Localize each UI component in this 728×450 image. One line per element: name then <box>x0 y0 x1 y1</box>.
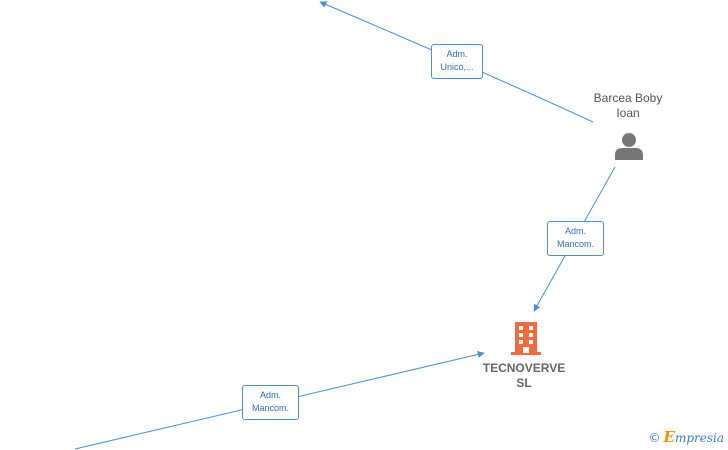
brand-initial: E <box>663 428 675 446</box>
building-icon[interactable] <box>510 320 542 356</box>
company-name-line1: TECNOVERVE <box>482 361 566 375</box>
brand-name: mpresia <box>674 431 724 445</box>
person-icon[interactable] <box>614 132 644 160</box>
edge-label-adm-unico[interactable]: Adm. Unico,... <box>431 44 483 79</box>
person-name-line1: Barcea Boby <box>593 91 663 105</box>
edge-label-line1: Adm. <box>259 390 281 400</box>
edge-label-adm-mancom-incoming[interactable]: Adm. Mancom. <box>242 385 299 420</box>
edge-label-line2: Mancom. <box>251 403 289 413</box>
edge-label-adm-mancom-person[interactable]: Adm. Mancom. <box>547 221 604 256</box>
edge-label-line2: Mancom. <box>556 239 594 249</box>
person-node-name[interactable]: Barcea Boby Ioan <box>578 91 678 121</box>
company-node-name[interactable]: TECNOVERVE SL <box>474 361 574 391</box>
company-name-line2: SL <box>516 376 532 390</box>
edge-label-line1: Adm. <box>564 226 586 236</box>
brand-watermark: ©Empresia <box>649 428 725 446</box>
copyright-icon: © <box>648 431 661 445</box>
edge-label-line2: Unico,... <box>440 62 474 72</box>
person-name-line2: Ioan <box>616 106 640 120</box>
edge-label-line1: Adm. <box>446 49 468 59</box>
